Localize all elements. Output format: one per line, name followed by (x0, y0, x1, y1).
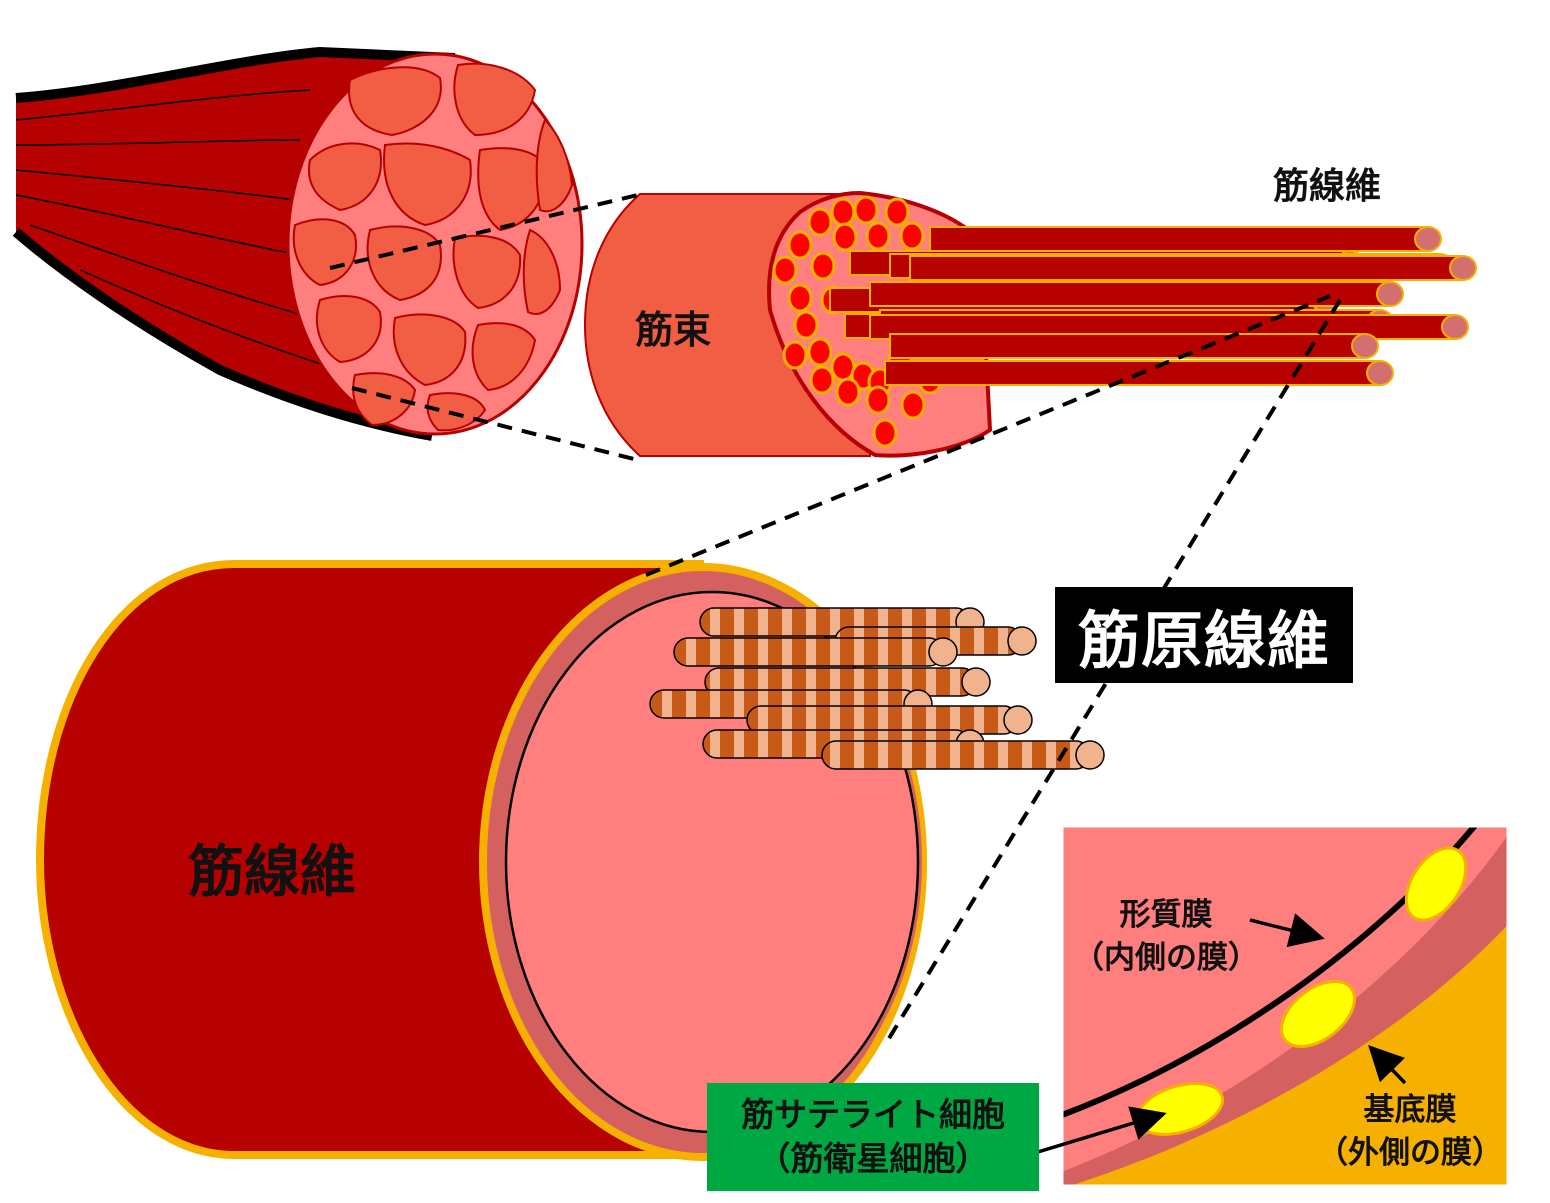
myofibril-end (1075, 740, 1105, 770)
label-fascicle: 筋束 (635, 308, 711, 352)
fiber-rod-end (1441, 314, 1469, 340)
fiber-section-nucleus (787, 230, 813, 260)
label-sarcolemma-line2: （内側の膜） (1073, 940, 1259, 976)
arrow-satellite (1017, 1106, 1167, 1160)
inset-satellite-cells (1135, 846, 1468, 1136)
fiber-section-nucleus (787, 283, 813, 313)
fiber-section-nucleus (782, 340, 808, 370)
fiber-section-nucleus (835, 377, 861, 407)
label-myofibril-text: 筋原線維 (1077, 604, 1330, 677)
label-satellite-cell: 筋サテライト細胞 （筋衛星細胞） (707, 1083, 1039, 1191)
myofibril-end (1003, 705, 1033, 735)
myofibril-rod (821, 740, 1091, 770)
fiber-rod-end (1414, 226, 1442, 252)
fiber-section-nucleus (865, 385, 891, 415)
fiber-rod-end (1366, 360, 1394, 386)
fiber-section-nucleus (872, 418, 898, 448)
fascicle-sections (292, 62, 574, 432)
muscle-outline-top (15, 46, 456, 103)
myofibril-rod (673, 637, 944, 667)
fiber-section-nucleus (853, 195, 879, 225)
arrow-basement (1368, 1044, 1407, 1085)
fiber-section-nucleus (807, 207, 833, 237)
myofibril-end (961, 667, 991, 697)
fiber-rod-end (1449, 255, 1477, 281)
label-myofibril: 筋原線維 (1055, 587, 1353, 683)
fiber-rod (889, 333, 1366, 359)
fiber-rod (869, 281, 1391, 307)
fiber-rod-end (1376, 281, 1404, 307)
myofibril-end (1007, 626, 1037, 656)
label-basement-line1: 基底膜 (1364, 1092, 1457, 1128)
label-satellite-line1: 筋サテライト細胞 (741, 1095, 1005, 1134)
label-basement-line2: （外側の膜） (1317, 1135, 1503, 1171)
fiber-section-nucleus (830, 197, 856, 227)
muscle-striation-lines (15, 89, 341, 371)
label-muscle-fiber-top: 筋線維 (1273, 166, 1381, 207)
myofibrils (649, 607, 1105, 770)
fiber-section-nucleus (772, 255, 798, 285)
fiber-section-nucleus (810, 251, 836, 281)
fiber-section-nucleus (832, 222, 858, 252)
fiber-section-nucleus (793, 310, 819, 340)
pointer-arrows (1017, 913, 1407, 1160)
muscle-fiber-rods (829, 226, 1477, 386)
label-muscle-fiber-main: 筋線維 (188, 840, 356, 905)
fiber-section-nucleus (884, 197, 910, 227)
muscle-fiber-sections (772, 195, 943, 448)
fiber-section-nucleus (900, 390, 926, 420)
fiber-rod (884, 360, 1381, 386)
whole-muscle (12, 46, 584, 441)
inset-basement-gold (1063, 871, 1507, 1185)
fiber-section-nucleus (899, 221, 925, 251)
label-satellite-line2: （筋衛星細胞） (757, 1139, 989, 1178)
fiber-rod-end (1351, 333, 1379, 359)
fiber-section-nucleus (865, 221, 891, 251)
fiber-rod (929, 226, 1429, 252)
label-sarcolemma-line1: 形質膜 (1120, 897, 1213, 933)
fiber-section-nucleus (809, 365, 835, 395)
fiber-rod (909, 255, 1464, 281)
muscle-fiber-main (35, 560, 1105, 1161)
arrow-sarcolemma (1249, 913, 1325, 948)
inset-frame (1062, 826, 1508, 1186)
myofibril-end (928, 637, 958, 667)
fiber-section-nucleus (807, 337, 833, 367)
